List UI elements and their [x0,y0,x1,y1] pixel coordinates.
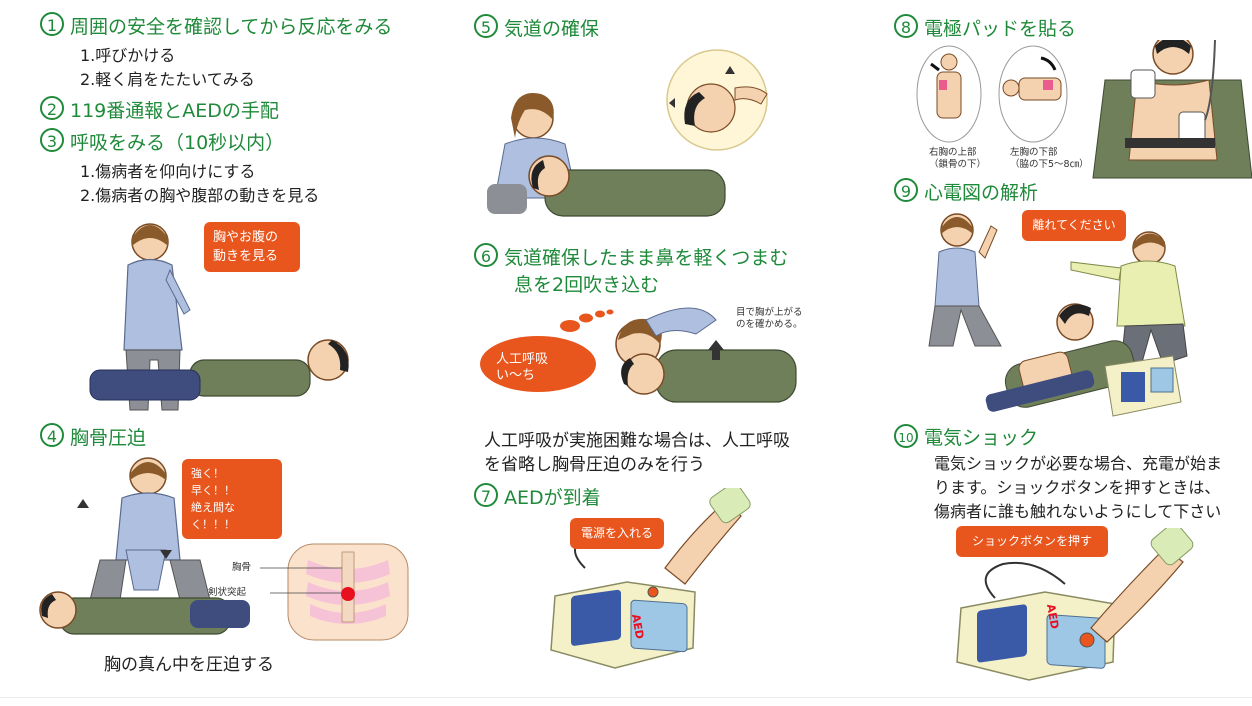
step-10-body-line-2: ります。ショックボタンを押すときは、 [934,478,1221,497]
step-1-item-1: 1.呼びかける [80,46,176,65]
aed-power-illustration [550,488,751,669]
step-6-note-line-2: のを確かめる。 [736,319,803,330]
step-3-callout-line-1: 胸やお腹の [213,230,279,245]
step-9-number: 9 [894,178,918,202]
step-4-heading: 4 胸骨圧迫 [40,423,146,450]
step-8-label-right: 右胸の上部 （鎖骨の下） [929,147,986,171]
step-2-heading: 2 119番通報とAEDの手配 [40,96,279,123]
step-5-number: 5 [474,14,498,38]
step-4-callout-line-2: 早く！！ [191,484,235,497]
step-4-callout: 強く！ 早く！！ 絶え間なく！！！ [182,459,282,539]
step-6-callout-line-1: 人工呼吸 [496,352,549,367]
step-9-title: 心電図の解析 [924,182,1039,204]
step-3-number: 3 [40,128,64,152]
step-8-heading: 8 電極パッドを貼る [894,14,1076,41]
step-5-title: 気道の確保 [504,18,600,40]
step-7-callout: 電源を入れる [570,518,664,549]
step-9-heading: 9 心電図の解析 [894,178,1038,205]
step-6-note-line-1: 目で胸が上がる [736,307,803,318]
step-10-body-line-3: 傷病者に誰も触れないようにして下さい [934,502,1222,521]
step-1-heading: 1 周囲の安全を確認してから反応をみる [40,12,392,39]
step-8-label-right-line-2: （鎖骨の下） [929,159,987,170]
step-3-callout: 胸やお腹の 動きを見る [204,222,300,272]
step-6-body-line-1: 人工呼吸が実施困難な場合は、人工呼吸 [484,431,790,451]
chest-compression-illustration [39,457,409,641]
step-10-number: 10 [894,424,918,448]
airway-illustration [487,49,768,217]
step-7-heading: 7 AEDが到着 [474,483,601,510]
step-8-label-left-line-2: （脇の下5〜8㎝） [1010,159,1089,170]
step-9-callout: 離れてください [1022,210,1126,241]
step-10-body-line-1: 電気ショックが必要な場合、充電が始ま [934,454,1223,473]
step-4-number: 4 [40,423,64,447]
step-5-heading: 5 気道の確保 [474,14,599,41]
xiphoid-label: 剣状突起 [208,587,247,598]
step-6-body-line-2: を省略し胸骨圧迫のみを行う [484,455,705,475]
step-10-callout: ショックボタンを押す [956,526,1108,557]
electrode-pads-illustration [916,40,1252,179]
step-6-number: 6 [474,243,498,267]
rescue-breathing-illustration [480,307,797,403]
step-4-caption: 胸の真ん中を圧迫する [104,655,274,675]
step-8-label-left-line-1: 左胸の下部 [1010,147,1058,158]
step-1-number: 1 [40,12,64,36]
step-3-item-1: 1.傷病者を仰向けにする [80,162,256,181]
step-2-title: 119番通報とAEDの手配 [70,100,279,122]
step-10-title: 電気ショック [924,427,1039,449]
bottom-divider [0,697,1252,698]
step-8-label-right-line-1: 右胸の上部 [929,147,977,158]
shock-illustration [956,528,1194,681]
step-2-number: 2 [40,96,64,120]
step-3-title: 呼吸をみる（10秒以内） [70,132,285,154]
step-4-callout-line-3: 絶え間なく！！！ [191,501,235,531]
step-3-heading: 3 呼吸をみる（10秒以内） [40,128,284,155]
step-10-heading: 10 電気ショック [894,423,1038,450]
ecg-analysis-illustration [928,213,1188,417]
step-3-callout-line-2: 動きを見る [213,249,279,264]
step-1-title: 周囲の安全を確認してから反応をみる [70,16,393,38]
step-7-title: AEDが到着 [504,487,601,509]
step-8-number: 8 [894,14,918,38]
step-6-title-line-1: 気道確保したまま鼻を軽くつまむ [504,247,789,269]
step-4-title: 胸骨圧迫 [70,427,147,449]
step-4-callout-line-1: 強く！ [191,467,224,480]
step-6-note: 目で胸が上がる のを確かめる。 [736,307,803,331]
step-6-callout-line-2: い〜ち [496,368,536,383]
step-6-callout: 人工呼吸 い〜ち [496,352,548,384]
check-breathing-illustration [89,223,349,411]
step-8-label-left: 左胸の下部 （脇の下5〜8㎝） [1010,147,1089,171]
step-1-item-2: 2.軽く肩をたたいてみる [80,70,255,89]
step-6-title-line-2: 息を2回吹き込む [514,274,660,296]
step-6-heading: 6 気道確保したまま鼻を軽くつまむ [474,243,788,270]
sternum-label: 胸骨 [232,562,252,573]
step-7-number: 7 [474,483,498,507]
step-8-title: 電極パッドを貼る [924,18,1077,40]
step-3-item-2: 2.傷病者の胸や腹部の動きを見る [80,186,320,205]
